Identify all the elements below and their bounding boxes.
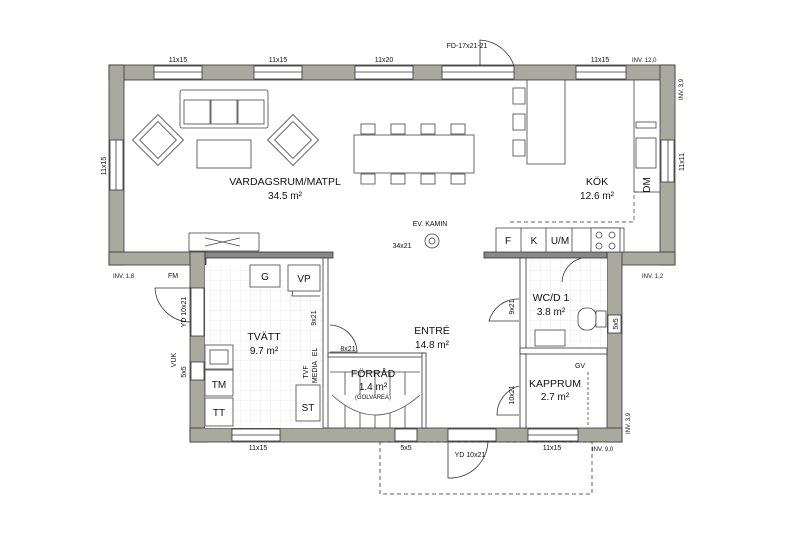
storage-area: 1.4 m² xyxy=(359,382,388,393)
window-label: FD-17x21-21 xyxy=(447,43,488,50)
window-label: 11x15 xyxy=(591,57,610,64)
window-label: YD 10x21 xyxy=(181,297,188,328)
window-label: 11x11 xyxy=(679,153,686,171)
window-labels: 11x15 11x15 11x20 FD-17x21-21 11x15 11x1… xyxy=(101,43,686,459)
window-label: 11x15 xyxy=(101,157,108,176)
kitchen-name: KÖK xyxy=(586,176,608,188)
tvf-label: TVF xyxy=(303,365,310,378)
closet-area: 2.7 m² xyxy=(541,392,570,403)
inv-label: INV. 3,9 xyxy=(626,412,632,434)
entry-name: ENTRÉ xyxy=(414,324,450,337)
inv-label: INV. 12,0 xyxy=(632,58,657,64)
door-label: 9x21 xyxy=(509,299,516,314)
room-labels: VARDAGSRUM/MATPL 34.5 m² KÖK 12.6 m² TVÄ… xyxy=(229,176,614,403)
vp-label: VP xyxy=(297,274,311,285)
storage-note: (GOLVAREA) xyxy=(355,395,391,401)
porch-outline xyxy=(379,441,593,495)
kitchen-dashed-outline xyxy=(510,191,648,223)
window-label: 11x15 xyxy=(269,57,288,64)
tm-label: TM xyxy=(212,380,226,391)
windows xyxy=(109,65,675,442)
fm-label: FM xyxy=(168,273,178,280)
tt-label: TT xyxy=(213,408,225,419)
exterior-walls xyxy=(108,64,676,443)
inv-label: INV. 1,8 xyxy=(113,274,135,280)
door-label: 34x21 xyxy=(392,243,411,250)
door-label: 9x21 xyxy=(311,310,318,325)
window-label: 11x15 xyxy=(249,445,268,452)
dryer-label: G xyxy=(261,272,269,283)
fireplace-label: EV. KAMIN xyxy=(413,221,448,228)
oven-label: U/M xyxy=(551,236,569,247)
door-swings xyxy=(154,39,583,479)
living-name: VARDAGSRUM/MATPL xyxy=(229,176,341,188)
window-label: 11x15 xyxy=(543,445,562,452)
kitchen-area: 12.6 m² xyxy=(580,191,615,202)
wc-area: 3.8 m² xyxy=(537,307,566,318)
el-label: EL xyxy=(312,348,319,357)
laundry-name: TVÄTT xyxy=(247,331,281,343)
fixture-labels: F K U/M DM G VP TM TT ST FM GV EV. KAMIN… xyxy=(168,177,653,419)
fridge-label: F xyxy=(505,236,511,247)
window-label: YD 10x21 xyxy=(455,452,486,459)
window-label: VUK xyxy=(171,352,178,367)
laundry-area: 9.7 m² xyxy=(250,346,279,357)
furniture xyxy=(131,79,661,428)
window-label: 11x20 xyxy=(375,57,394,64)
inv-label: INV. 9,0 xyxy=(592,447,614,453)
storage-name: FÖRRÅD xyxy=(351,367,396,380)
media-label: MEDIA xyxy=(312,361,319,384)
inv-labels: INV. 12,0 INV. 3,9 INV. 1,8 INV. 1,2 INV… xyxy=(113,58,685,453)
wc-name: WC/D 1 xyxy=(533,292,570,304)
closet-name: KAPPRUM xyxy=(529,378,581,390)
door-label: 10x21 xyxy=(509,385,516,404)
interior-walls xyxy=(204,251,608,429)
door-labels: 34x21 9x21 10x21 9x21 8x21 xyxy=(311,243,516,405)
gv-label: GV xyxy=(575,363,585,370)
inv-label: INV. 1,2 xyxy=(642,274,664,280)
dishwasher-label: DM xyxy=(642,177,653,193)
entry-area: 14.8 m² xyxy=(415,340,450,351)
window-label: 5x5 xyxy=(181,366,188,377)
window-label: 5x5 xyxy=(613,318,620,329)
window-label: 5x5 xyxy=(400,445,411,452)
door-label: 8x21 xyxy=(340,346,355,353)
living-area: 34.5 m² xyxy=(268,191,303,202)
st-label: ST xyxy=(302,403,315,414)
window-label: 11x15 xyxy=(169,57,188,64)
freezer-label: K xyxy=(531,236,538,247)
inv-label: INV. 3,9 xyxy=(679,78,685,100)
